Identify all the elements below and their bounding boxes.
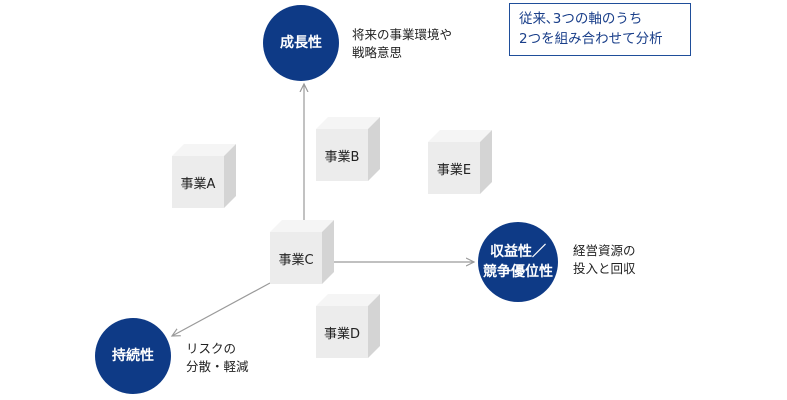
sustainability-circle: 持続性 xyxy=(95,318,171,394)
profitability-title-line-1: 収益性／ xyxy=(490,244,546,260)
profitability-circle: 収益性／ 競争優位性 xyxy=(478,222,558,302)
profitability-description: 経営資源の 投入と回収 xyxy=(573,242,636,278)
business-b-cube: 事業B xyxy=(316,117,380,181)
sustainability-desc-line-2: 分散・軽減 xyxy=(186,359,249,374)
business-e-label: 事業E xyxy=(436,162,472,178)
business-a-cube: 事業A xyxy=(172,144,236,208)
business-a-label: 事業A xyxy=(180,176,216,192)
analysis-note-box: 従来､3つの軸のうち 2つを組み合わせて分析 xyxy=(509,3,691,56)
profitability-desc-line-2: 投入と回収 xyxy=(573,261,636,276)
business-e-cube: 事業E xyxy=(428,130,492,194)
sustainability-axis-arrow xyxy=(172,282,271,336)
growth-title: 成長性 xyxy=(280,35,322,51)
business-d-label: 事業D xyxy=(323,326,360,342)
growth-description: 将来の事業環境や 戦略意思 xyxy=(352,26,452,62)
growth-desc-line-1: 将来の事業環境や xyxy=(352,27,453,42)
note-line-2: 2つを組み合わせて分析 xyxy=(519,31,663,47)
business-b-label: 事業B xyxy=(324,149,360,165)
growth-desc-line-2: 戦略意思 xyxy=(352,45,403,60)
sustainability-description: リスクの 分散・軽減 xyxy=(186,340,249,376)
sustainability-desc-line-1: リスクの xyxy=(186,341,237,356)
profitability-desc-line-1: 経営資源の xyxy=(573,243,636,258)
business-d-cube: 事業D xyxy=(316,294,380,358)
profitability-title-line-2: 競争優位性 xyxy=(483,264,553,280)
business-c-cube: 事業C xyxy=(270,220,334,284)
sustainability-title: 持続性 xyxy=(112,348,154,364)
business-c-label: 事業C xyxy=(278,252,314,268)
growth-circle: 成長性 xyxy=(263,5,339,81)
note-line-1: 従来､3つの軸のうち xyxy=(519,11,643,27)
